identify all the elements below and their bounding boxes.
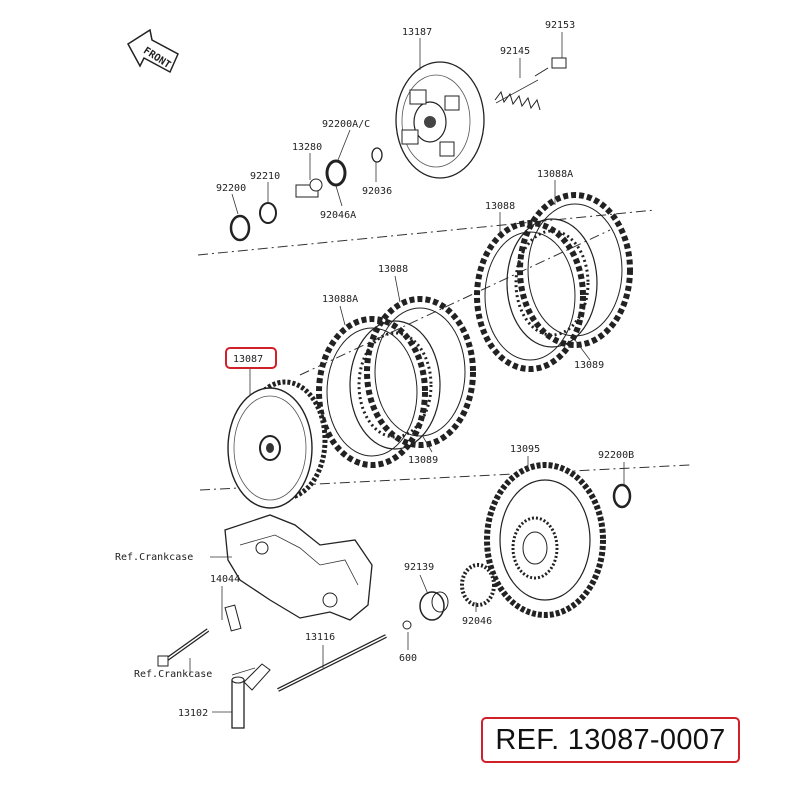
- leader-lines: [189, 32, 625, 713]
- label-92046: 92046: [462, 616, 492, 627]
- part-92036-ring: [371, 147, 383, 163]
- part-13102-release-shaft: [231, 663, 271, 729]
- part-13088-friction-plate-mid: [364, 296, 476, 448]
- part-92200b-washer: [612, 483, 632, 509]
- label-13089-mid: 13089: [408, 455, 438, 466]
- part-13089-steel-plate-mid: [349, 320, 441, 450]
- part-92139-collar: [419, 591, 449, 621]
- part-14044-bolt: [157, 628, 210, 667]
- label-13187: 13187: [402, 27, 432, 38]
- label-13088a-mid: 13088A: [322, 294, 358, 305]
- label-13088-top: 13088: [485, 201, 515, 212]
- ref-crankcase-bracket: [224, 514, 373, 632]
- label-13102: 13102: [178, 708, 208, 719]
- part-13280-pusher: [295, 178, 323, 198]
- label-13089-right: 13089: [574, 360, 604, 371]
- highlight-box-13087: [225, 347, 277, 369]
- label-13087: 13087: [233, 354, 263, 365]
- front-arrow-icon: FRONT: [127, 28, 179, 74]
- part-92046-needle-bearing: [460, 563, 496, 607]
- label-13088-mid: 13088: [378, 264, 408, 275]
- part-92145-spring: [494, 79, 541, 111]
- part-13187-pressure-plate: [395, 61, 485, 179]
- label-92200b: 92200B: [598, 450, 634, 461]
- label-13088a-top: 13088A: [537, 169, 573, 180]
- label-92145: 92145: [500, 46, 530, 57]
- label-92036: 92036: [362, 186, 392, 197]
- part-13087-clutch-housing: [227, 379, 328, 509]
- label-13095: 13095: [510, 444, 540, 455]
- part-92210-nut: [259, 202, 277, 224]
- part-92200ac-washer: [325, 159, 347, 187]
- label-600: 600: [399, 653, 417, 664]
- part-600-steel-ball: [402, 620, 412, 630]
- label-92200: 92200: [216, 183, 246, 194]
- part-13095-clutch-hub: [484, 462, 606, 618]
- part-13088a-friction-plate-right: [517, 192, 633, 348]
- part-13116-push-rod: [277, 634, 387, 692]
- label-92153: 92153: [545, 20, 575, 31]
- label-92139: 92139: [404, 562, 434, 573]
- part-92153-bolt: [534, 57, 567, 77]
- label-92210: 92210: [250, 171, 280, 182]
- part-13088a-friction-plate-mid: [316, 316, 428, 468]
- label-14044: 14044: [210, 574, 240, 585]
- label-13280: 13280: [292, 142, 322, 153]
- label-ref-crankcase-1: Ref.Crankcase: [115, 552, 193, 563]
- part-92200-washer: [229, 214, 251, 242]
- label-ref-crankcase-2: Ref.Crankcase: [134, 669, 212, 680]
- label-92046a: 92046A: [320, 210, 356, 221]
- reference-number: REF. 13087-0007: [481, 717, 740, 763]
- part-13089-steel-plate-right: [506, 218, 598, 348]
- label-13116: 13116: [305, 632, 335, 643]
- label-92200ac: 92200A/C: [322, 119, 370, 130]
- part-13088-friction-plate-right: [474, 220, 586, 372]
